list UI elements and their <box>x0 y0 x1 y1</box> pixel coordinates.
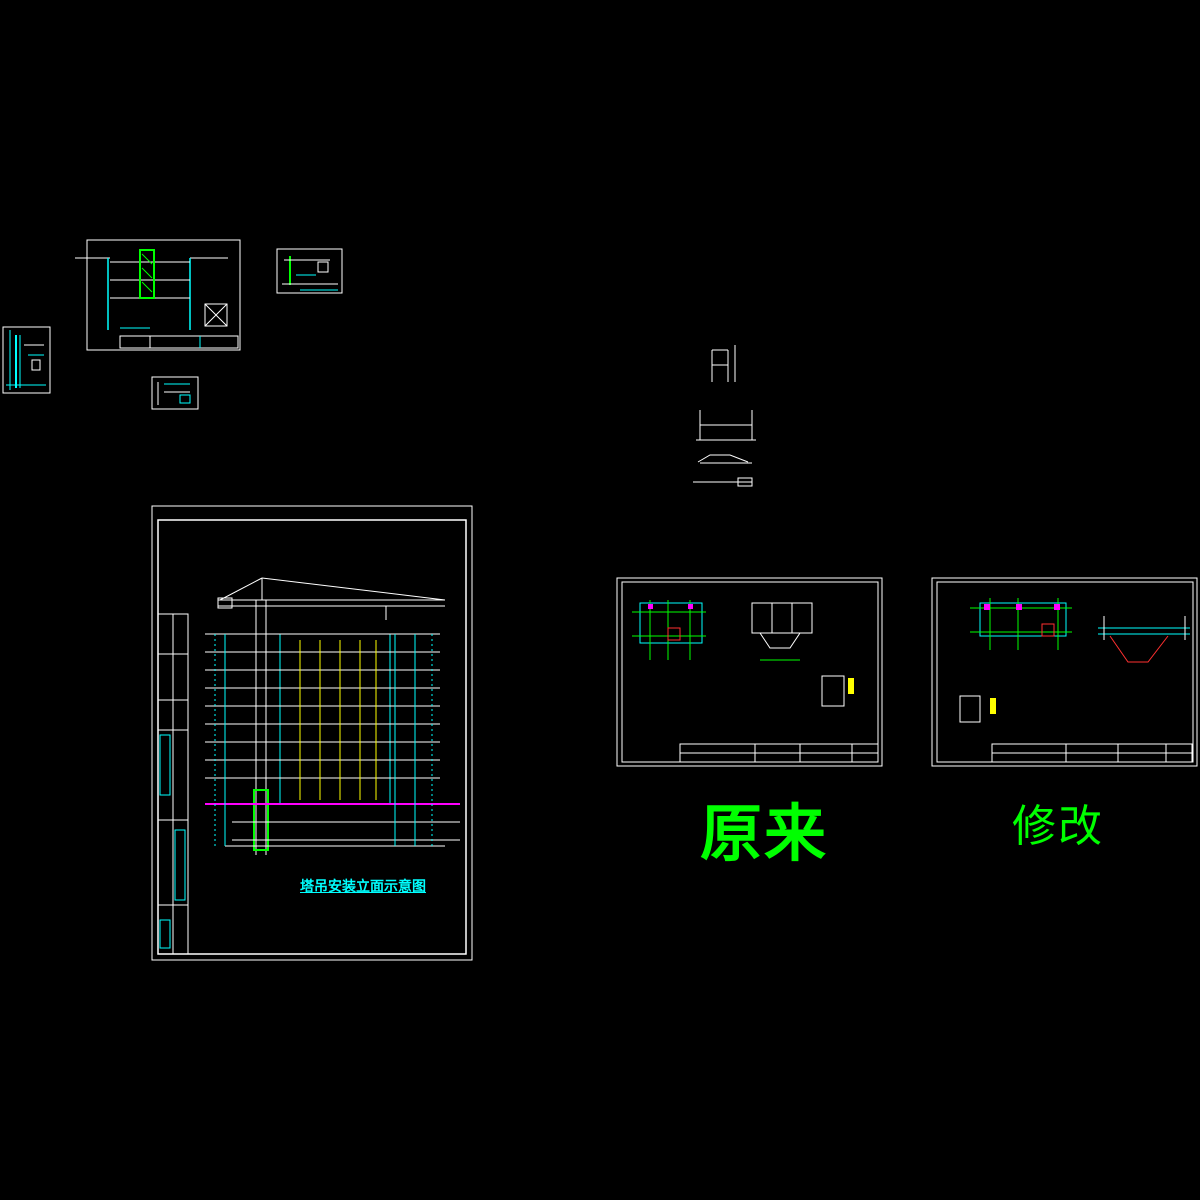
sheet-crane-elevation[interactable] <box>151 505 473 961</box>
loose-details-center[interactable] <box>693 345 756 487</box>
sheet-modified[interactable] <box>931 577 1198 767</box>
sheet-detail-top[interactable] <box>276 248 343 294</box>
title-block-vertical <box>157 613 189 955</box>
elevation-title: 塔吊安装立面示意图 <box>300 879 426 895</box>
label-original: 原来 <box>700 797 829 870</box>
sheet-small-left[interactable] <box>2 326 51 394</box>
sheet-section-top-left[interactable] <box>75 239 241 351</box>
label-modified: 修改 <box>1012 801 1104 852</box>
building-elevation <box>205 633 460 847</box>
tower-crane <box>217 577 446 855</box>
sheet-original[interactable] <box>616 577 883 767</box>
sheet-detail-small[interactable] <box>151 376 199 410</box>
